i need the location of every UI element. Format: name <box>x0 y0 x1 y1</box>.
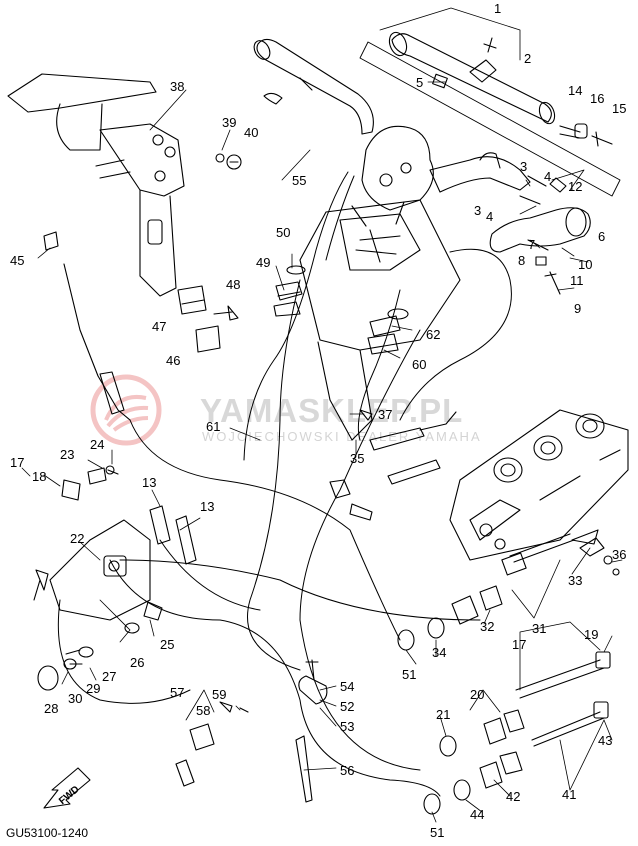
callout-28: 28 <box>44 701 59 716</box>
callout-37: 37 <box>378 407 393 422</box>
callout-35: 35 <box>350 451 365 466</box>
callout-9: 9 <box>574 301 582 316</box>
callout-21: 21 <box>436 707 451 722</box>
cable-runs <box>57 171 512 797</box>
callout-33: 33 <box>568 573 583 588</box>
callout-39: 39 <box>222 115 237 130</box>
callout-55: 55 <box>292 173 307 188</box>
callout-47: 47 <box>152 319 167 334</box>
callout-26: 26 <box>130 655 145 670</box>
callout-34: 34 <box>432 645 447 660</box>
handlebar <box>253 38 531 211</box>
callout-1: 1 <box>494 1 502 16</box>
callout-13: 13 <box>142 475 157 490</box>
callout-10: 10 <box>578 257 593 272</box>
forward-arrow-icon <box>43 767 91 809</box>
mounting-brackets <box>177 285 239 353</box>
callout-59: 59 <box>212 687 227 702</box>
callout-50: 50 <box>276 225 291 240</box>
callout-18: 18 <box>32 469 47 484</box>
callout-8: 8 <box>518 253 526 268</box>
callout-36: 36 <box>612 547 627 562</box>
callout-3: 3 <box>474 203 482 218</box>
diagram-reference-code: GU53100-1240 <box>6 826 89 840</box>
callout-14: 14 <box>568 83 583 98</box>
callout-17: 17 <box>10 455 25 470</box>
cable-fittings <box>329 409 457 521</box>
callout-49: 49 <box>256 255 271 270</box>
callout-45: 45 <box>10 253 25 268</box>
throttle-lever <box>7 73 242 297</box>
callout-60: 60 <box>412 357 427 372</box>
callout-19: 19 <box>584 627 599 642</box>
callout-16: 16 <box>590 91 605 106</box>
callout-40: 40 <box>244 125 259 140</box>
callout-46: 46 <box>166 353 181 368</box>
steering-column <box>299 199 461 441</box>
callout-11: 11 <box>570 273 584 288</box>
cable-end-fittings <box>397 529 620 815</box>
callout-44: 44 <box>470 807 485 822</box>
carburetor-block <box>449 409 629 561</box>
callout-43: 43 <box>598 733 613 748</box>
throttle-cable <box>63 263 131 421</box>
callout-32: 32 <box>480 619 495 634</box>
handlebar-grip-assembly <box>359 31 621 197</box>
callout-5: 5 <box>416 75 424 90</box>
callout-52: 52 <box>340 699 355 714</box>
callout-27: 27 <box>102 669 117 684</box>
leader-lines <box>21 7 623 823</box>
callout-15: 15 <box>612 101 627 116</box>
watermark-title: YAMASKLEP.PL <box>200 392 464 429</box>
callout-53: 53 <box>340 719 355 734</box>
callout-25: 25 <box>160 637 175 652</box>
callout-4: 4 <box>486 209 494 224</box>
callout-51: 51 <box>402 667 417 682</box>
callout-2: 2 <box>524 51 532 66</box>
cable-boots <box>273 265 409 355</box>
callout-12: 12 <box>568 179 583 194</box>
callout-48: 48 <box>226 277 241 292</box>
callout-20: 20 <box>470 687 485 702</box>
callout-42: 42 <box>506 789 521 804</box>
control-assembly <box>33 465 197 691</box>
callout-41: 41 <box>562 787 577 802</box>
callout-7: 7 <box>528 237 536 252</box>
callout-62: 62 <box>426 327 441 342</box>
callout-61: 61 <box>206 419 221 434</box>
callout-23: 23 <box>60 447 75 462</box>
callout-13: 13 <box>200 499 215 514</box>
callout-6: 6 <box>598 229 606 244</box>
callout-30: 30 <box>68 691 83 706</box>
callout-29: 29 <box>86 681 101 696</box>
callout-51: 51 <box>430 825 445 840</box>
callout-54: 54 <box>340 679 355 694</box>
clamps-and-fasteners <box>175 659 328 803</box>
callout-57: 57 <box>170 685 185 700</box>
callout-22: 22 <box>70 531 85 546</box>
callout-38: 38 <box>170 79 185 94</box>
callout-58: 58 <box>196 703 211 718</box>
callout-4: 4 <box>544 169 552 184</box>
callout-31: 31 <box>532 621 547 636</box>
callout-17: 17 <box>512 637 527 652</box>
callout-56: 56 <box>340 763 355 778</box>
callout-3: 3 <box>520 159 528 174</box>
callout-24: 24 <box>90 437 105 452</box>
